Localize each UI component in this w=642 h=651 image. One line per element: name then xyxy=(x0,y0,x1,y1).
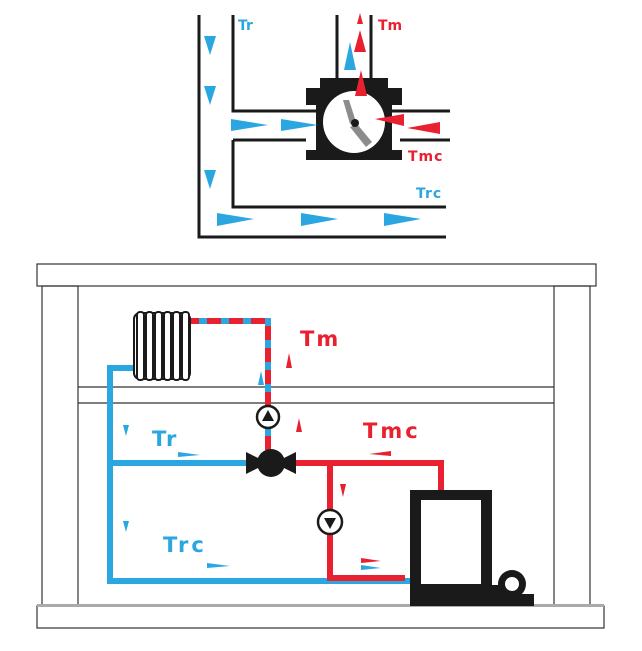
detail-label-tm: Tm xyxy=(378,18,402,34)
flow-arrow-icon xyxy=(204,13,440,226)
detail-label-trc: Trc xyxy=(416,186,442,202)
pump-icon xyxy=(255,404,281,430)
boiler-icon xyxy=(410,490,534,606)
system-label-trc: Trc xyxy=(163,533,207,557)
boiler-flow-pipe xyxy=(295,460,444,496)
mixing-valve-icon xyxy=(246,449,296,477)
pipe-network xyxy=(107,318,444,584)
system-label-tmc: Tmc xyxy=(363,419,421,443)
ground-line xyxy=(37,604,604,607)
detail-label-tmc: Tmc xyxy=(408,149,443,165)
flow-arrow-icon xyxy=(123,353,391,570)
return-pipe xyxy=(107,365,418,584)
left-wall xyxy=(41,285,79,607)
roof-slab xyxy=(36,263,597,287)
three-way-valve-icon xyxy=(306,78,402,160)
detail-label-tr: Tr xyxy=(238,18,253,34)
ground-slab xyxy=(36,605,605,629)
valve-detail: Tr Tm Tmc Trc xyxy=(197,13,450,239)
bypass-pipe xyxy=(327,463,405,581)
supply-riser-red xyxy=(188,318,271,450)
detail-outer-wall xyxy=(197,15,446,239)
radiator-icon xyxy=(133,311,191,381)
bypass-pump-icon xyxy=(316,508,344,536)
right-wall xyxy=(553,285,591,607)
supply-riser-blue xyxy=(188,318,271,450)
system-label-tm: Tm xyxy=(300,327,340,351)
detail-lower-wall xyxy=(231,138,450,209)
system-label-tr: Tr xyxy=(152,427,178,451)
